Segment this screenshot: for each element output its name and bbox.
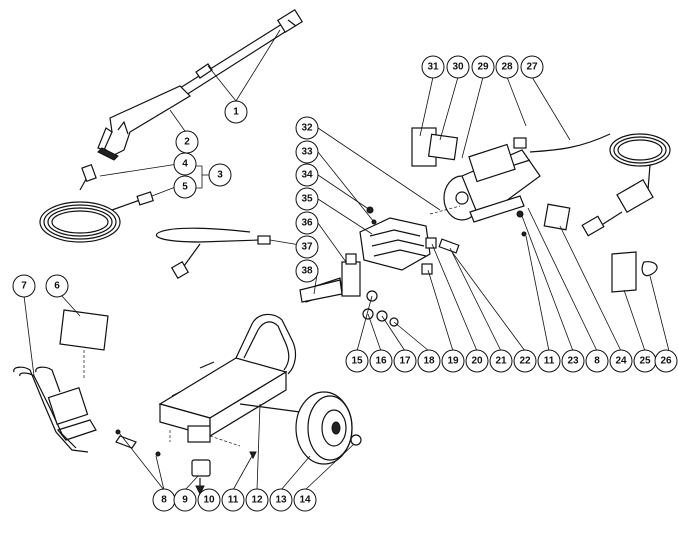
svg-text:30: 30 <box>452 62 464 73</box>
svg-text:10: 10 <box>203 495 215 506</box>
callout-19: 19 <box>441 349 465 373</box>
svg-text:26: 26 <box>660 356 672 367</box>
svg-text:3: 3 <box>217 170 223 181</box>
callout-30: 30 <box>446 55 470 79</box>
callout-17: 17 <box>393 349 417 373</box>
callout-23: 23 <box>561 349 585 373</box>
callout-22: 22 <box>513 349 537 373</box>
callout-27: 27 <box>520 55 544 79</box>
fittings <box>421 237 460 275</box>
svg-text:4: 4 <box>182 159 188 170</box>
callout-16: 16 <box>369 349 393 373</box>
callout-10: 10 <box>197 488 221 512</box>
svg-text:9: 9 <box>182 495 188 506</box>
callout-11-lower: 11 <box>221 488 245 512</box>
svg-text:13: 13 <box>275 495 287 506</box>
svg-text:36: 36 <box>301 218 313 229</box>
svg-text:6: 6 <box>54 281 60 292</box>
svg-text:8: 8 <box>594 356 600 367</box>
callout-31: 31 <box>421 55 445 79</box>
callout-1: 1 <box>224 100 248 124</box>
svg-text:22: 22 <box>519 356 531 367</box>
svg-text:31: 31 <box>427 62 439 73</box>
svg-text:19: 19 <box>447 356 459 367</box>
callout-35: 35 <box>295 187 319 211</box>
svg-text:2: 2 <box>184 137 190 148</box>
callout-11-upper: 11 <box>537 349 561 373</box>
callout-3: 3 <box>208 163 232 187</box>
callout-14: 14 <box>293 488 317 512</box>
foot-and-bolt <box>115 429 257 496</box>
high-pressure-hose <box>39 163 154 243</box>
callout-8-lower: 8 <box>152 488 176 512</box>
svg-text:27: 27 <box>526 62 538 73</box>
callout-9: 9 <box>173 488 197 512</box>
callout-26: 26 <box>654 349 678 373</box>
pump-hose <box>155 227 271 280</box>
svg-text:15: 15 <box>351 356 363 367</box>
callouts: 1 2 3 4 5 6 7 8 9 10 11 12 13 14 15 16 1… <box>12 55 678 512</box>
callout-13: 13 <box>269 488 293 512</box>
leader-lines <box>23 29 670 495</box>
callout-15: 15 <box>345 349 369 373</box>
svg-text:5: 5 <box>182 182 188 193</box>
svg-text:20: 20 <box>471 356 483 367</box>
svg-text:12: 12 <box>251 495 263 506</box>
svg-text:23: 23 <box>567 356 579 367</box>
callout-29: 29 <box>471 55 495 79</box>
svg-text:29: 29 <box>477 62 489 73</box>
svg-text:18: 18 <box>423 356 435 367</box>
svg-text:28: 28 <box>501 62 513 73</box>
svg-text:24: 24 <box>615 356 627 367</box>
callout-8-upper: 8 <box>585 349 609 373</box>
callout-2: 2 <box>175 130 199 154</box>
callout-25: 25 <box>633 349 657 373</box>
svg-text:8: 8 <box>161 495 167 506</box>
callout-24: 24 <box>609 349 633 373</box>
callout-5: 5 <box>173 175 197 199</box>
callout-7: 7 <box>12 274 36 298</box>
decal-6 <box>59 309 109 380</box>
callout-20: 20 <box>465 349 489 373</box>
spray-gun <box>97 85 191 161</box>
svg-text:35: 35 <box>301 194 313 205</box>
spray-wand <box>179 8 304 96</box>
svg-text:11: 11 <box>544 356 555 367</box>
svg-text:14: 14 <box>299 495 311 506</box>
callout-32: 32 <box>295 116 319 140</box>
svg-text:37: 37 <box>301 242 313 253</box>
callout-34: 34 <box>295 163 319 187</box>
callout-33: 33 <box>295 140 319 164</box>
decals-25-26 <box>299 251 658 303</box>
callout-21: 21 <box>489 349 513 373</box>
callout-6: 6 <box>45 274 69 298</box>
callout-12: 12 <box>245 488 269 512</box>
svg-text:25: 25 <box>639 356 651 367</box>
svg-text:34: 34 <box>301 170 313 181</box>
callout-36: 36 <box>295 211 319 235</box>
svg-text:17: 17 <box>399 356 411 367</box>
svg-text:1: 1 <box>233 107 239 118</box>
svg-text:38: 38 <box>301 266 313 277</box>
electric-motor <box>411 127 571 237</box>
handle-frame <box>13 366 137 453</box>
callout-28: 28 <box>495 55 519 79</box>
callout-4: 4 <box>173 152 197 176</box>
power-cord <box>529 133 671 237</box>
callout-18: 18 <box>417 349 441 373</box>
callout-38: 38 <box>295 259 319 283</box>
cart-frame <box>158 313 301 447</box>
wheel <box>295 391 362 465</box>
svg-text:33: 33 <box>301 147 313 158</box>
svg-text:21: 21 <box>495 356 507 367</box>
svg-text:11: 11 <box>228 495 239 506</box>
pump-assembly <box>303 206 431 327</box>
svg-text:16: 16 <box>375 356 387 367</box>
callout-37: 37 <box>295 235 319 259</box>
svg-text:32: 32 <box>301 123 313 134</box>
svg-text:7: 7 <box>21 281 27 292</box>
